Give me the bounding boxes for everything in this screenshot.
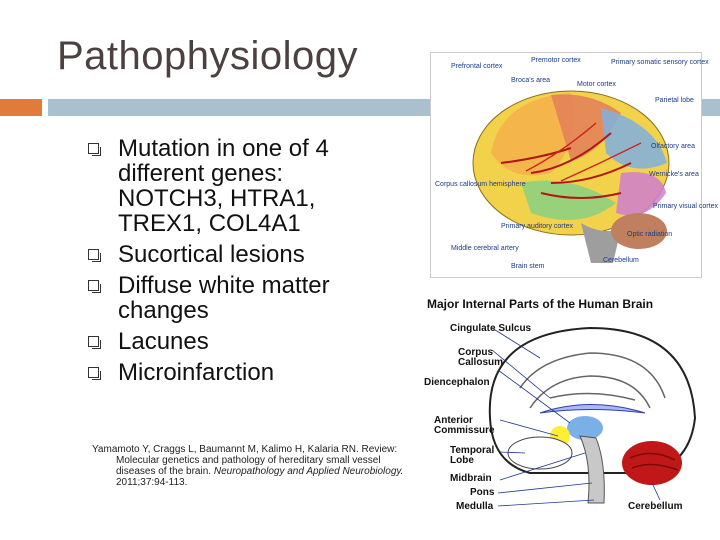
label-corpus-callosum: Corpus callosum hemisphere: [435, 181, 526, 188]
bullet-list: Mutation in one of 4 different genes: NO…: [88, 136, 368, 391]
label-anterior: Anterior Commissure: [434, 415, 495, 436]
label-wernickes: Wernicke's area: [649, 171, 699, 178]
bullet-box-icon: [88, 143, 101, 156]
bullet-box-icon: [88, 336, 101, 349]
reference-citation: Yamamoto Y, Craggs L, Baumannt M, Kalimo…: [92, 444, 404, 488]
label-midbrain: Midbrain: [450, 473, 492, 484]
bullet-item: Diffuse white matter changes: [88, 273, 368, 323]
brain-lateral-figure: Prefrontal cortex Premotor cortex Primar…: [430, 52, 718, 278]
brain-lateral-illustration: [472, 90, 670, 263]
bullet-item: Lacunes: [88, 329, 368, 354]
label-primary-somatic: Primary somatic sensory cortex: [611, 59, 709, 66]
bullet-box-icon: [88, 367, 101, 380]
slide-title: Pathophysiology: [57, 34, 359, 78]
label-cingulate: Cingulate Sulcus: [450, 323, 532, 334]
label-diencephalon: Diencephalon: [424, 377, 490, 388]
figure2-title: Major Internal Parts of the Human Brain: [427, 297, 654, 311]
label-brocas: Broca's area: [511, 77, 551, 84]
label-primary-auditory: Primary auditory cortex: [501, 223, 573, 230]
label-cerebellum-2: Cerebellum: [628, 501, 683, 512]
brain-internal-figure: Major Internal Parts of the Human Brain …: [420, 288, 720, 520]
label-temporal: Temporal Lobe: [450, 445, 495, 466]
bullet-box-icon: [88, 249, 101, 262]
bullet-item: Sucortical lesions: [88, 242, 368, 267]
bullet-item: Mutation in one of 4 different genes: NO…: [88, 136, 368, 236]
label-motor: Motor cortex: [577, 81, 616, 88]
label-middle-cerebral: Middle cerebral artery: [451, 245, 519, 252]
label-olfactory: Olfactory area: [651, 143, 695, 150]
label-corpus: Corpus Callosum: [458, 347, 504, 368]
brain-sagittal-illustration: [488, 326, 697, 507]
label-brainstem: Brain stem: [511, 263, 545, 270]
label-prefrontal: Prefrontal cortex: [451, 63, 503, 70]
label-premotor: Premotor cortex: [531, 57, 581, 64]
label-parietal: Parietal lobe: [655, 97, 694, 104]
label-primary-visual: Primary visual cortex: [653, 203, 718, 210]
label-optic: Optic radiation: [627, 231, 673, 238]
label-medulla: Medulla: [456, 501, 494, 512]
bullet-item: Microinfarction: [88, 360, 368, 385]
accent-bar-orange: [0, 99, 42, 116]
bullet-box-icon: [88, 280, 101, 293]
label-pons: Pons: [470, 487, 495, 498]
label-cerebellum-1: Cerebellum: [603, 257, 639, 264]
